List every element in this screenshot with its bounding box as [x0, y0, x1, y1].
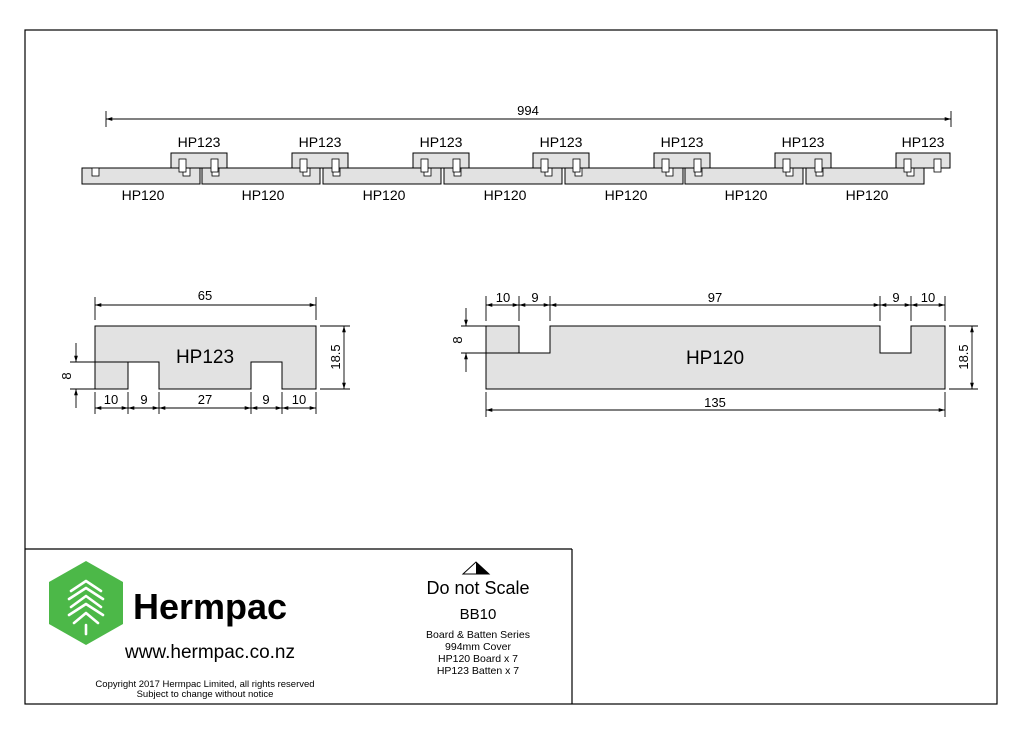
- board-dim-3: 97: [708, 290, 722, 305]
- assembly-batten-label: HP123: [540, 134, 583, 150]
- board-dim-4: 9: [892, 290, 899, 305]
- batten-dim-5: 10: [292, 392, 306, 407]
- batten-width-label: 65: [198, 288, 212, 303]
- assembly-board: [805, 167, 925, 185]
- board-top-dimensions: 10 9 97 9 10: [485, 290, 946, 321]
- assembly-board-label: HP120: [484, 187, 527, 203]
- assembly-board: [564, 167, 684, 185]
- website-link[interactable]: www.hermpac.co.nz: [124, 642, 295, 663]
- board-height-label: 18.5: [956, 344, 971, 369]
- batten-dim-1: 10: [104, 392, 118, 407]
- batten-detail: 65 HP123 18.5 8 10 9 27: [59, 288, 350, 414]
- assembly-board: [684, 167, 804, 185]
- assembly-board-label: HP120: [605, 187, 648, 203]
- batten-groove-depth-label: 8: [59, 372, 74, 379]
- assembly-batten-label: HP123: [782, 134, 825, 150]
- house-chevron-logo-icon: [49, 561, 123, 645]
- description-line-3: HP120 Board x 7: [438, 653, 518, 665]
- assembly-batten-label: HP123: [902, 134, 945, 150]
- title-block: Hermpac www.hermpac.co.nz Copyright 2017…: [25, 548, 573, 704]
- assembly-board: [443, 167, 563, 185]
- assembly-batten-label: HP123: [661, 134, 704, 150]
- assembly-board-label: HP120: [242, 187, 285, 203]
- board-dim-1: 10: [496, 290, 510, 305]
- assembly-board-label: HP120: [363, 187, 406, 203]
- overall-dimension-label: 994: [517, 103, 539, 118]
- copyright-text: Copyright 2017 Hermpac Limited, all righ…: [95, 679, 314, 690]
- batten-dim-4: 9: [262, 392, 269, 407]
- drawing-border: [24, 29, 998, 705]
- assembly-parts: HP120 HP120 HP120 HP120 HP120 HP120 HP120 HP123…: [81, 134, 951, 203]
- board-name: HP120: [686, 348, 744, 369]
- assembly-board-label: HP120: [122, 187, 165, 203]
- board-dim-5: 10: [921, 290, 935, 305]
- batten-bottom-dimensions: 10 9 27 9 10: [94, 392, 317, 414]
- assembly-batten-label: HP123: [420, 134, 463, 150]
- description-line-2: 994mm Cover: [445, 641, 511, 653]
- description-line-1: Board & Batten Series: [426, 629, 530, 641]
- assembly-board: [81, 167, 201, 185]
- batten-dim-2: 9: [140, 392, 147, 407]
- scale-note: Do not Scale: [426, 578, 529, 598]
- company-name: Hermpac: [133, 586, 287, 627]
- change-notice: Subject to change without notice: [137, 689, 274, 700]
- board-groove-depth-label: 8: [450, 336, 465, 343]
- half-filled-triangle-icon: [461, 561, 491, 575]
- batten-height-label: 18.5: [328, 344, 343, 369]
- assembly-board: [201, 167, 321, 185]
- batten-name: HP123: [176, 347, 234, 368]
- assembly-board-label: HP120: [725, 187, 768, 203]
- batten-profile: [94, 325, 317, 390]
- board-dim-2: 9: [531, 290, 538, 305]
- assembly-batten-label: HP123: [299, 134, 342, 150]
- assembly-board-label: HP120: [846, 187, 889, 203]
- assembly-batten-label: HP123: [178, 134, 221, 150]
- description-line-4: HP123 Batten x 7: [437, 665, 519, 677]
- drawing-number: BB10: [460, 606, 497, 623]
- board-detail: 10 9 97 9 10 HP120 8 18.5 135: [450, 290, 978, 417]
- board-width-label: 135: [704, 395, 726, 410]
- assembly-board: [322, 167, 442, 185]
- batten-dim-3: 27: [198, 392, 212, 407]
